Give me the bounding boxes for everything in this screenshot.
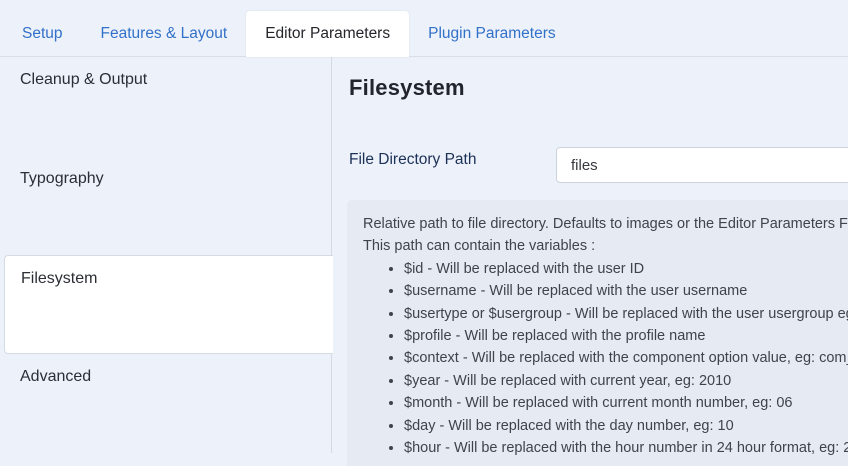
variable-list-item: $month - Will be replaced with current m… [404,392,848,414]
sidebar-item-filesystem[interactable]: Filesystem [4,255,333,354]
file-directory-path-input[interactable] [556,147,848,183]
variable-list-item: $username - Will be replaced with the us… [404,280,848,302]
file-directory-path-label: File Directory Path [349,151,477,168]
tab-setup[interactable]: Setup [22,24,63,42]
variable-list-item: $id - Will be replaced with the user ID [404,258,848,280]
variable-list-item: $hour - Will be replaced with the hour n… [404,437,848,459]
variable-list-item: $context - Will be replaced with the com… [404,347,848,369]
variable-list-item: $profile - Will be replaced with the pro… [404,325,848,347]
settings-sidebar: Cleanup & Output Typography Filesystem A… [0,57,333,453]
sidebar-item-advanced[interactable]: Advanced [20,368,92,385]
tab-bar: Setup Features & Layout Editor Parameter… [0,0,848,57]
tab-features-layout[interactable]: Features & Layout [100,24,228,42]
tab-plugin-parameters[interactable]: Plugin Parameters [428,24,556,42]
sidebar-item-typography[interactable]: Typography [20,170,104,187]
tab-editor-parameters[interactable]: Editor Parameters [246,11,410,57]
field-description-panel: Relative path to file directory. Default… [347,200,848,466]
variable-list-item: $day - Will be replaced with the day num… [404,415,848,437]
description-line: Relative path to file directory. Default… [363,216,848,232]
sidebar-item-cleanup-output[interactable]: Cleanup & Output [20,71,148,88]
page-title: Filesystem [349,75,465,100]
description-line: This path can contain the variables : [363,238,596,255]
variable-list-item: $year - Will be replaced with current ye… [404,370,848,392]
variables-list: $id - Will be replaced with the user ID … [363,258,848,460]
variable-list-item: $usertype or $usergroup - Will be replac… [404,303,848,325]
